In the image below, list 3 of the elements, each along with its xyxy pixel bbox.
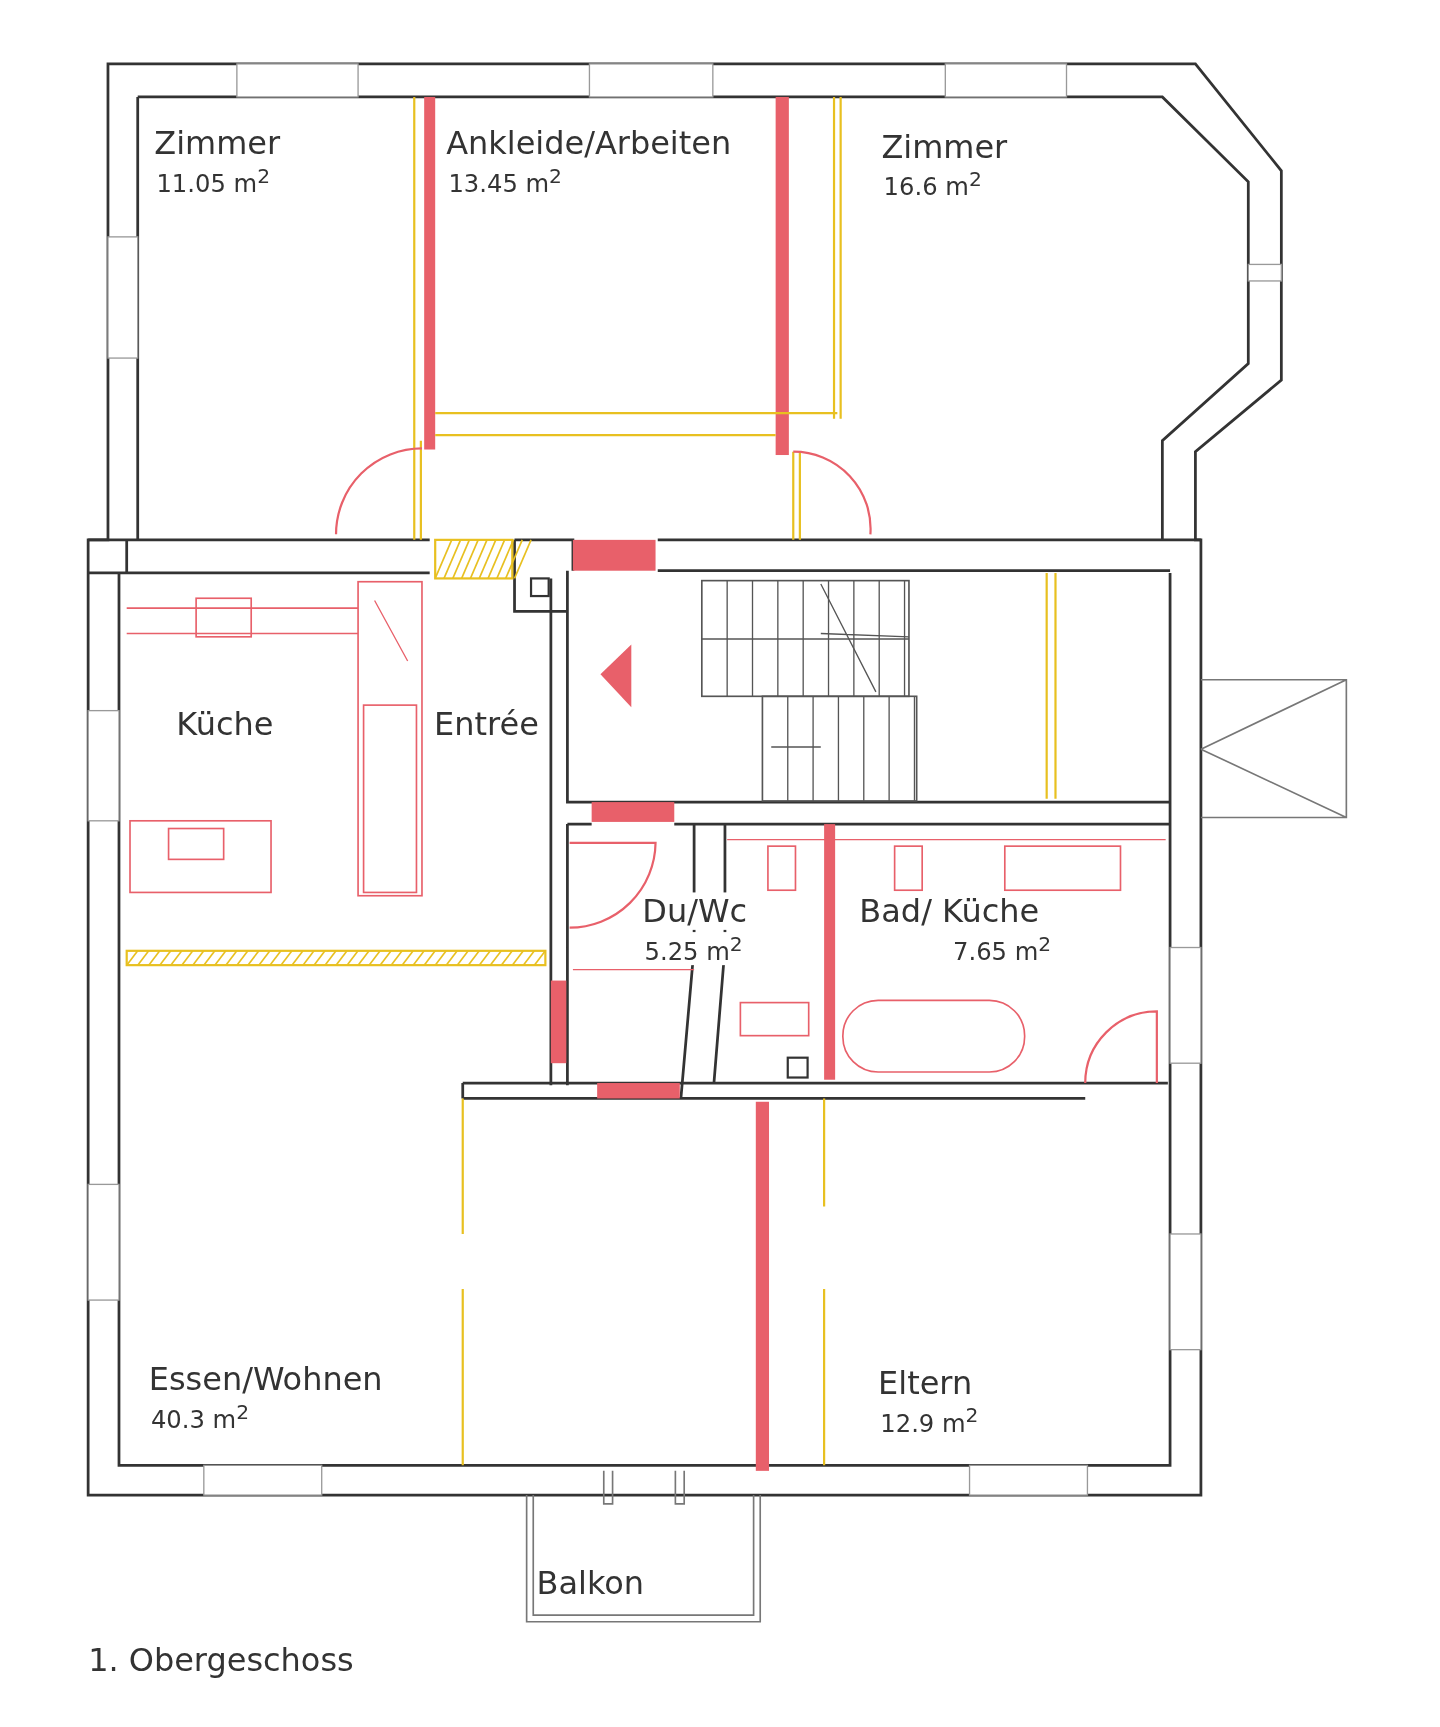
room-area: 5.25 m$^{2}$: [644, 932, 743, 966]
room-name: Du/Wc: [642, 892, 748, 930]
floor-caption: 1. Obergeschoss: [88, 1641, 354, 1680]
